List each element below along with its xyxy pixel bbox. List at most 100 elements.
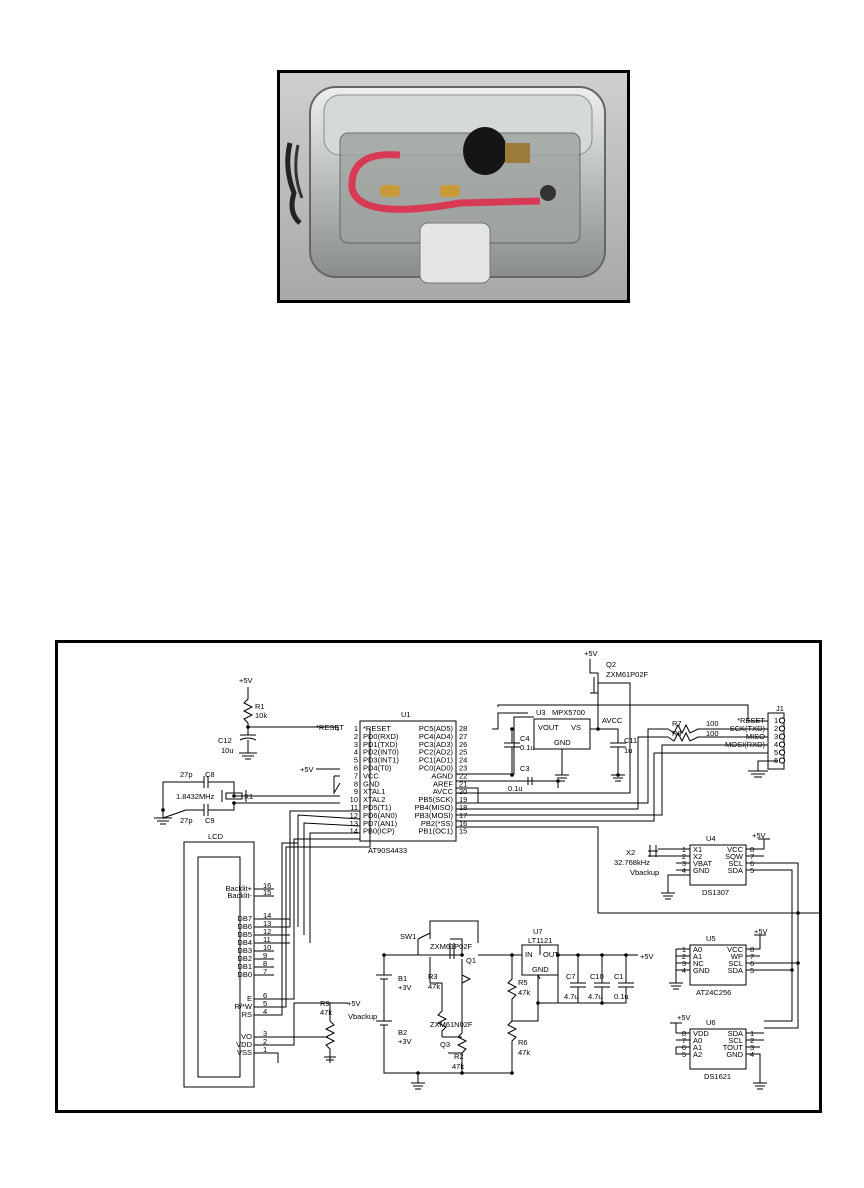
- r2-ref: R2: [454, 1052, 464, 1061]
- u7-part: LT1121: [528, 936, 552, 945]
- u6-supply-label: +5V: [677, 1013, 691, 1022]
- u4-part: DS1307: [702, 888, 729, 897]
- u4-pin-name: VBAT: [693, 859, 712, 868]
- u1-pin-name: PD0(RXD): [363, 732, 399, 741]
- u5-pin-name: SCL: [728, 959, 743, 968]
- lcd-pin-name: RS: [242, 1010, 252, 1019]
- j1-pin-terminal: [778, 733, 786, 740]
- r6-ref: R6: [518, 1038, 528, 1047]
- u6-pin-name: SCL: [728, 1036, 743, 1045]
- j1-pin-terminal: [778, 757, 786, 764]
- lcd-pin-number: 4: [263, 1007, 267, 1016]
- b2-value: +3V: [398, 1037, 412, 1046]
- lcd-pin-name: VDD: [236, 1040, 252, 1049]
- q2-part: ZXM61P02F: [606, 670, 649, 679]
- vcc-supply-label: +5V: [300, 765, 314, 774]
- b1-value: +3V: [398, 983, 412, 992]
- wire-junction-dot: [790, 968, 794, 972]
- u5-pin-name: NC: [693, 959, 704, 968]
- u1-pin-number: 9: [354, 787, 358, 796]
- u1-pin-name: AVCC: [433, 787, 454, 796]
- j1-pin-terminal: [778, 741, 786, 748]
- r3-ref: R3: [428, 972, 438, 981]
- lcd-pin-number: 1: [263, 1045, 267, 1054]
- u5-pin-name: SDA: [728, 966, 743, 975]
- j1-pin-name: MOSI(RXD): [725, 740, 766, 749]
- r9-value: 47k: [320, 1008, 332, 1017]
- u1-pin-number: 6: [354, 764, 358, 773]
- u1-pin-name: PC2(AD2): [419, 748, 454, 757]
- u1-right-pins: PC5(AD5)28PC4(AD4)27PC3(AD3)26PC2(AD2)25…: [415, 724, 468, 836]
- lcd-pin-number: 6: [263, 991, 267, 1000]
- wire-junction-dot: [600, 1001, 604, 1005]
- c11-value: 1u: [624, 746, 632, 755]
- j1-pin-name: *RESET: [737, 716, 765, 725]
- u5-supply-label: +5V: [754, 927, 768, 936]
- lcd-pin-name: Backlit-: [227, 891, 252, 900]
- u7-gnd-pin: GND: [532, 965, 549, 974]
- b1-ref: B1: [398, 974, 407, 983]
- r2-value: 47k: [452, 1062, 464, 1071]
- j1-pin-number: 3: [774, 732, 778, 741]
- lcd-pin-number: 12: [263, 927, 271, 936]
- lcd-pin-number: 15: [263, 888, 271, 897]
- u4-pin-name: X1: [693, 845, 702, 854]
- sw1-ref: SW1: [400, 932, 416, 941]
- u4-pin-name: SDA: [728, 866, 743, 875]
- u1-pin-name: XTAL1: [363, 787, 385, 796]
- c8-ref: C8: [205, 770, 215, 779]
- lcd-pin-number: 13: [263, 919, 271, 928]
- u1-pin-number: 18: [459, 803, 467, 812]
- wire-junction-dot: [246, 725, 250, 729]
- u5-pin-number: 7: [750, 952, 754, 961]
- u1-pin-number: 1: [354, 724, 358, 733]
- lcd-pin-name: DB0: [237, 970, 252, 979]
- u5-pin-number: 1: [682, 945, 686, 954]
- j1-pin-terminal: [778, 749, 786, 756]
- u1-pin-name: GND: [363, 779, 380, 788]
- u4-pin-number: 7: [750, 852, 754, 861]
- u1-pin-name: PB3(MOSI): [415, 811, 454, 820]
- u3-vs-pin: VS: [571, 723, 581, 732]
- u1-pin-number: 21: [459, 779, 467, 788]
- wire-junction-dot: [416, 1071, 420, 1075]
- u4-pin-number: 1: [682, 845, 686, 854]
- u1-pin-name: PD7(AN1): [363, 819, 398, 828]
- q3-part: ZXM61N02F: [430, 1020, 473, 1029]
- u1-pin-number: 20: [459, 787, 467, 796]
- q2-supply-label: +5V: [584, 649, 598, 658]
- enclosure-photo: [277, 70, 630, 303]
- q1-ref: Q1: [466, 956, 476, 965]
- j1-pin-number: 5: [774, 748, 778, 757]
- wire-junction-dot: [796, 961, 800, 965]
- battery-vbackup-label: Vbackup: [348, 1012, 377, 1021]
- u1-pin-number: 8: [354, 779, 358, 788]
- r9-ref: R9: [320, 999, 330, 1008]
- lcd-pin-number: 16: [263, 881, 271, 890]
- wire-junction-dot: [600, 953, 604, 957]
- c3-ref: C3: [520, 764, 530, 773]
- wire-junction-dot: [536, 1001, 540, 1005]
- u4-pin-number: 8: [750, 845, 754, 854]
- wire-junction-dot: [596, 727, 600, 731]
- u6-pin-number: 3: [750, 1043, 754, 1052]
- c3-value: 0.1u: [508, 784, 523, 793]
- c4-ref: C4: [520, 734, 530, 743]
- r5-value: 47k: [518, 988, 530, 997]
- u1-pin-number: 26: [459, 740, 467, 749]
- u1-pin-name: PD2(INT0): [363, 748, 399, 757]
- lcd-pin-name: E: [247, 994, 252, 1003]
- r1-supply-label: +5V: [239, 676, 253, 685]
- x1-value: 1.8432MHz: [176, 792, 215, 801]
- u6-pin-number: 2: [750, 1036, 754, 1045]
- j1-pin-name: MISO: [746, 732, 765, 741]
- lcd-pin-number: 14: [263, 911, 271, 920]
- u1-pin-number: 10: [350, 795, 358, 804]
- u4-pin-number: 5: [750, 866, 754, 875]
- u5-part: AT24C256: [696, 988, 731, 997]
